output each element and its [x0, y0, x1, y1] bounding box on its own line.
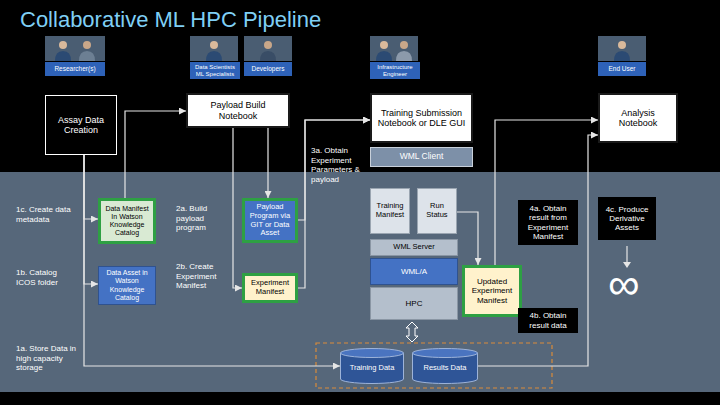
diagram-title: Collaborative ML HPC Pipeline: [20, 7, 321, 33]
role-badge: Infrastructure Engineer: [370, 62, 420, 79]
server-box: WML Server: [370, 239, 458, 256]
status-box: Run Status: [417, 188, 457, 234]
manifest-box: Updated Experiment Manifest: [462, 265, 522, 317]
step-label: 2a. Build payload program: [176, 204, 226, 233]
flow-connector: [84, 155, 98, 219]
node-text: Training Submission Notebook or DLE GUI: [375, 108, 468, 129]
person-body: [396, 51, 412, 61]
node-text: Developers: [246, 65, 290, 72]
person-photo: [598, 36, 646, 61]
node-text: Infrastructure Engineer: [372, 64, 418, 78]
double-arrow: [406, 322, 418, 342]
person-head: [380, 41, 388, 49]
person-photo: [45, 36, 105, 61]
person-body: [614, 51, 630, 61]
symbol-label: ∞: [608, 262, 652, 306]
asset-box: Data Asset in Watson Knowledge Catalog: [98, 266, 156, 305]
node-text: Researcher(s): [47, 65, 103, 72]
node-text: Assay Data Creation: [49, 115, 113, 136]
node-text: Analysis Notebook: [603, 108, 673, 129]
node-text: Payload Build Notebook: [191, 100, 285, 121]
role-badge: Developers: [244, 62, 292, 76]
notebook-box: Analysis Notebook: [598, 93, 678, 143]
person-body: [206, 51, 222, 61]
flow-connector: [84, 155, 340, 366]
step-label: 2b. Create Experiment Manifest: [176, 262, 226, 291]
process-box: Assay Data Creation: [45, 95, 117, 155]
program-box: Payload Program via GIT or Data Asset: [242, 198, 298, 243]
flow-connector: [495, 120, 598, 265]
step-label: 3a. Obtain Experiment Parameters & paylo…: [311, 146, 367, 184]
flow-connector: [478, 135, 598, 366]
person-body: [55, 51, 71, 61]
storage-cylinder: Training Data: [340, 348, 404, 384]
manifest-box: Data Manifest In Watson Knowledge Catalo…: [98, 198, 156, 244]
notebook-box: Training Submission Notebook or DLE GUI: [370, 93, 473, 143]
person-photo: [244, 36, 292, 61]
step-label: 1c. Create data metadata: [16, 205, 78, 224]
notebook-box: Payload Build Notebook: [186, 93, 290, 128]
flow-connector: [125, 111, 186, 198]
storage-cylinder: Results Data: [412, 348, 478, 384]
platform-box: WML/A: [370, 258, 458, 285]
node-text: WML Client: [373, 152, 470, 162]
person-head: [210, 41, 218, 49]
node-text: Training Manifest: [373, 202, 407, 219]
person-head: [83, 41, 91, 49]
flow-connector: [298, 120, 370, 288]
cylinder-top: [413, 349, 478, 358]
node-text: Data Scientists ML Specialists: [192, 64, 238, 78]
node-text: 4c. Produce Derivative Assets: [601, 205, 653, 233]
node-text: Data Manifest In Watson Knowledge Catalo…: [103, 205, 151, 237]
status-box: Training Manifest: [370, 188, 410, 234]
role-badge: Researcher(s): [45, 62, 105, 76]
step-label: 1a. Store Data in high capacity storage: [16, 344, 78, 373]
node-text: WML Server: [373, 243, 455, 252]
process-band: [0, 172, 720, 392]
step-label: 1b. Catalog ICOS folder: [16, 268, 78, 287]
node-text: 4a. Obtain result from Experiment Manife…: [521, 204, 575, 241]
person-body: [79, 51, 95, 61]
node-text: Payload Program via GIT or Data Asset: [247, 203, 293, 238]
flow-connector: [457, 212, 478, 265]
client-box: WML Client: [370, 147, 473, 167]
cylinder-top: [341, 349, 404, 358]
flow-connector: [298, 120, 370, 220]
output-arrow-line: [626, 246, 627, 263]
step-box: 4a. Obtain result from Experiment Manife…: [518, 200, 578, 245]
step-box: 4b. Obtain result data: [518, 308, 578, 333]
node-text: Experiment Manifest: [247, 279, 293, 296]
node-text: Updated Experiment Manifest: [467, 277, 517, 305]
person-head: [400, 41, 408, 49]
role-badge: Data Scientists ML Specialists: [190, 62, 240, 79]
node-text: Data Asset in Watson Knowledge Catalog: [101, 269, 153, 301]
node-text: 4b. Obtain result data: [521, 311, 575, 329]
step-box: 4c. Produce Derivative Assets: [598, 197, 656, 240]
person-photo: [190, 36, 238, 61]
node-text: End User: [600, 65, 644, 72]
person-body: [260, 51, 276, 61]
platform-box: HPC: [370, 287, 458, 320]
role-badge: End User: [598, 62, 646, 76]
flow-connector: [233, 128, 242, 288]
person-photo: [370, 36, 418, 61]
node-text: Run Status: [420, 202, 454, 219]
flow-connector: [267, 128, 268, 198]
node-text: WML/A: [373, 267, 455, 276]
node-text: Training Data: [343, 364, 401, 373]
flow-connector: [84, 155, 98, 284]
node-text: Results Data: [415, 364, 475, 373]
manifest-box: Experiment Manifest: [242, 273, 298, 303]
node-text: HPC: [373, 299, 455, 308]
person-head: [59, 41, 67, 49]
person-body: [376, 51, 392, 61]
person-head: [264, 41, 272, 49]
person-head: [618, 41, 626, 49]
